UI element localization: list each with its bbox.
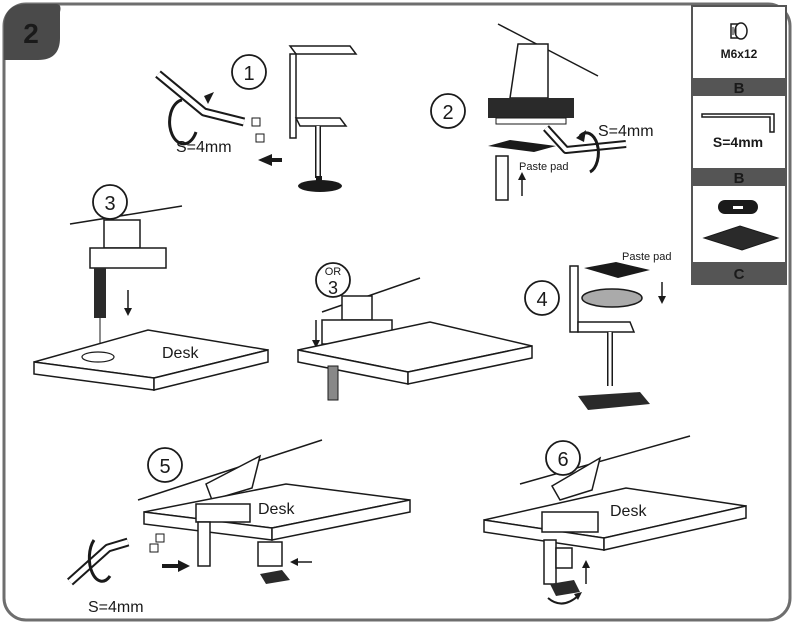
step-2-tool-label: S=4mm <box>598 123 654 140</box>
step-1-number: 1 <box>243 63 254 85</box>
direction-arrow-icon <box>258 154 272 166</box>
step-3-desk-label: Desk <box>162 345 199 362</box>
screw-size-label: M6x12 <box>721 47 758 61</box>
up-arrow-icon <box>582 560 590 568</box>
step-2-illustration: 2 Paste pad S=4mm <box>430 23 654 201</box>
rotate-arrow-icon <box>168 98 198 146</box>
step-3-number: 3 <box>104 193 115 215</box>
step-1-illustration: 1 S=4mm <box>155 45 358 192</box>
part-header-b2: B <box>734 170 745 187</box>
wrench-size-label: S=4mm <box>713 134 763 150</box>
step-6-desk-label: Desk <box>610 503 647 520</box>
step-3-illustration: 3 Desk <box>33 184 269 391</box>
step-3-circle <box>92 184 128 220</box>
step-4-number: 4 <box>536 289 547 311</box>
step-4-pad-label: Paste pad <box>622 251 672 263</box>
step-4-illustration: 4 Paste pad <box>524 251 672 410</box>
rotate-arrow-icon-5 <box>87 539 112 583</box>
direction-arrow-icon-5b <box>290 558 298 566</box>
step-3b-number: 3 <box>328 278 338 298</box>
direction-arrow-icon-5a <box>178 560 190 572</box>
step-6-illustration: 6 Desk <box>483 435 747 605</box>
step-1-circle <box>231 54 267 90</box>
step-badge-number: 2 <box>23 18 39 49</box>
step-5-number: 5 <box>159 456 170 478</box>
step-1-tool-label: S=4mm <box>176 139 232 156</box>
step-2-pad-label: Paste pad <box>519 161 569 173</box>
step-3b-or: OR <box>325 266 342 278</box>
allen-wrench-icon <box>701 113 775 133</box>
part-header-b1: B <box>734 80 745 97</box>
screw-icon <box>730 22 748 40</box>
rotate-arrow-icon-6 <box>547 595 579 605</box>
step-3b-illustration: OR 3 <box>297 262 533 401</box>
step-5-desk-label: Desk <box>258 501 295 518</box>
step-5-illustration: 5 Desk S=4mm <box>66 439 411 616</box>
step-2-circle <box>430 93 466 129</box>
parts-panel: M6x12 B S=4mm B C <box>691 5 787 285</box>
step-6-circle <box>545 440 581 476</box>
step-5-tool-label: S=4mm <box>88 599 144 616</box>
step-4-circle <box>524 280 560 316</box>
step-badge: 2 <box>4 4 61 60</box>
paste-pad-plate-icon <box>702 225 780 251</box>
step-3b-circle <box>315 262 351 298</box>
step-5-circle <box>147 447 183 483</box>
step-2-number: 2 <box>442 102 453 124</box>
rubber-pad-icon <box>718 200 758 214</box>
part-header-c: C <box>734 266 745 283</box>
step-6-number: 6 <box>557 449 568 471</box>
